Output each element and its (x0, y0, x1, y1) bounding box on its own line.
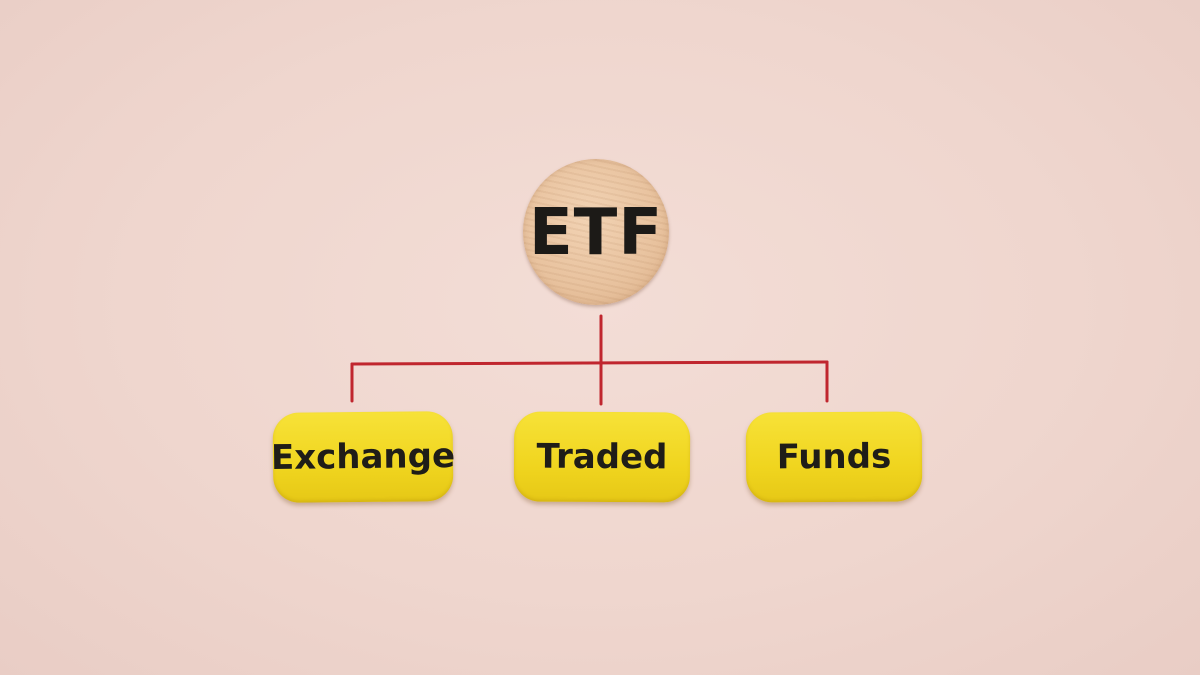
traded-node: Traded (513, 411, 691, 503)
funds-node: Funds (745, 411, 923, 503)
etf-label: ETF (528, 196, 664, 270)
traded-label: Traded (536, 436, 668, 478)
exchange-label: Exchange (270, 436, 456, 478)
exchange-node: Exchange (270, 411, 456, 503)
connector-horizontal-bar (350, 360, 829, 366)
etf-wooden-disc: ETF (523, 159, 669, 305)
funds-label: Funds (776, 436, 892, 478)
